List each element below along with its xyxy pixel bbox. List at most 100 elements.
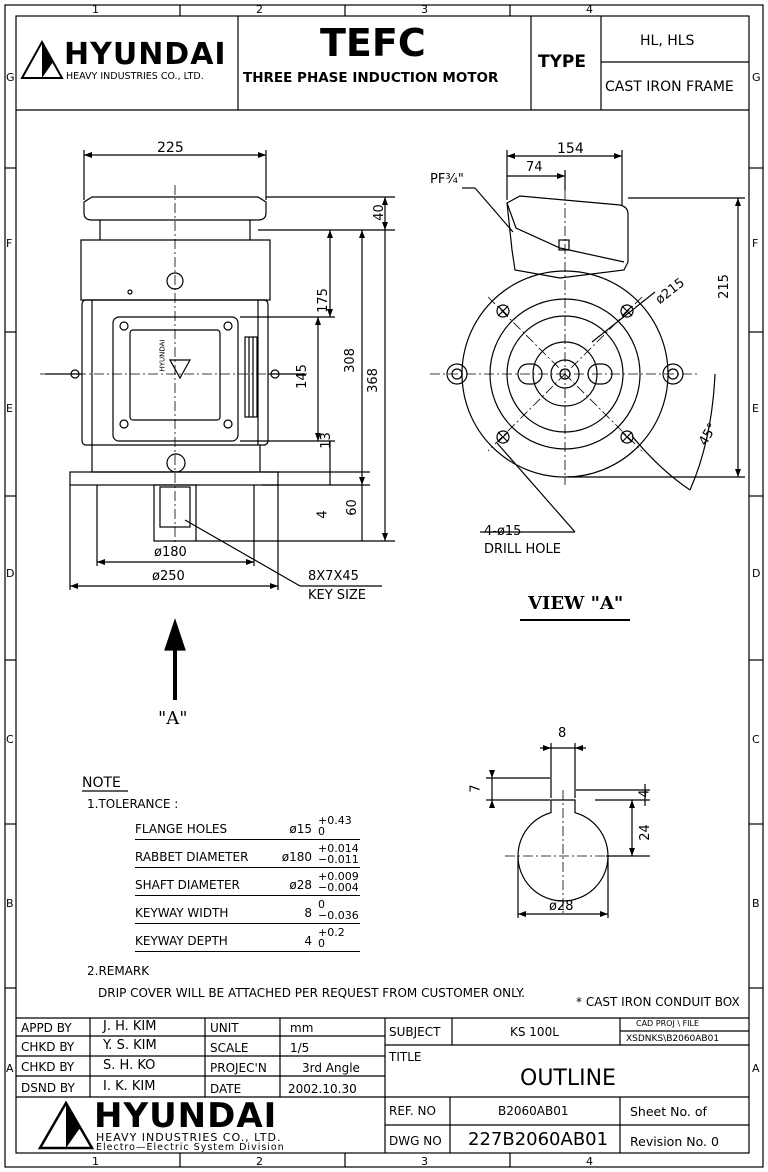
- cad-proj-file-label: CAD PROJ \ FILE: [636, 1019, 700, 1028]
- ref-no-label: REF. NO: [389, 1104, 436, 1118]
- date-value: 2002.10.30: [288, 1082, 357, 1096]
- col-label-2-bottom: 2: [256, 1155, 263, 1168]
- row-label-a: A: [6, 1062, 14, 1075]
- dim-cover-height: 40: [371, 204, 387, 221]
- tol-label: FLANGE HOLES: [135, 822, 228, 836]
- tolerance-row-shaft: SHAFT DIAMETER ø28 +0.009 −0.004: [135, 868, 360, 896]
- tol-label: KEYWAY WIDTH: [135, 906, 229, 920]
- row-label-e: E: [6, 402, 13, 415]
- tol-label: SHAFT DIAMETER: [135, 878, 240, 892]
- dim-74: 74: [526, 160, 543, 175]
- col-label-1: 1: [92, 3, 99, 16]
- conduit-thread-label: PF¾": [430, 172, 464, 187]
- dim-key-height: 7: [468, 784, 484, 793]
- tolerance-row-keyway-depth: KEYWAY DEPTH 4 +0.2 0: [135, 924, 360, 952]
- key-size-label: KEY SIZE: [308, 588, 367, 603]
- drill-hole-label: DRILL HOLE: [484, 542, 561, 557]
- tol-nominal: ø180: [281, 850, 312, 864]
- chkd-by-value-1: Y. S. KIM: [103, 1038, 157, 1053]
- row-label-g-right: G: [752, 71, 761, 84]
- conduit-box-note: * CAST IRON CONDUIT BOX: [576, 995, 740, 1009]
- row-label-d: D: [6, 567, 15, 580]
- dim-13: 13: [318, 432, 334, 449]
- arrow-a-label: "A": [158, 708, 188, 729]
- tolerance-table: FLANGE HOLES ø15 +0.43 0 RABBET DIAMETER…: [135, 812, 360, 952]
- scale-label: SCALE: [210, 1041, 249, 1055]
- col-label-1-bottom: 1: [92, 1155, 99, 1168]
- tol-upper: +0.43: [318, 814, 352, 827]
- tol-label: RABBET DIAMETER: [135, 850, 249, 864]
- dsnd-by-value: I. K. KIM: [103, 1079, 156, 1094]
- tolerance-heading: 1.TOLERANCE :: [87, 797, 179, 811]
- type-label: TYPE: [538, 52, 586, 72]
- dim-flange-diameter: ø250: [152, 569, 185, 584]
- row-label-g: G: [6, 71, 15, 84]
- titleblock-company-logo: HYUNDAI: [94, 1096, 278, 1136]
- row-label-a-right: A: [752, 1062, 760, 1075]
- col-label-3: 3: [421, 3, 428, 16]
- row-label-c: C: [6, 733, 14, 746]
- remark-heading: 2.REMARK: [87, 964, 150, 978]
- header-company-logo: HYUNDAI: [64, 37, 227, 72]
- drawing-title-value: OUTLINE: [520, 1066, 616, 1091]
- header-company-sub: HEAVY INDUSTRIES CO., LTD.: [66, 71, 204, 82]
- dim-24: 24: [637, 824, 653, 841]
- dim-154: 154: [557, 141, 584, 157]
- row-label-f-right: F: [752, 237, 759, 250]
- col-label-3-bottom: 3: [421, 1155, 428, 1168]
- row-label-e-right: E: [752, 402, 759, 415]
- dim-308: 308: [342, 348, 358, 373]
- product-code: TEFC: [320, 21, 426, 65]
- appd-by-label: APPD BY: [21, 1021, 72, 1035]
- dim-keyway-width: 8: [558, 726, 567, 741]
- revision-no-label: Revision No. 0: [630, 1134, 719, 1149]
- dim-215: 215: [716, 274, 732, 299]
- titleblock-division: Electro—Electric System Division: [96, 1142, 285, 1153]
- projection-value: 3rd Angle: [302, 1061, 360, 1075]
- tol-upper: +0.014: [318, 842, 359, 855]
- projection-label: PROJEC'N: [210, 1061, 267, 1075]
- outer-border: [4, 4, 764, 1168]
- dim-overall-width: 225: [157, 140, 184, 156]
- row-label-b: B: [6, 897, 14, 910]
- tol-label: KEYWAY DEPTH: [135, 934, 228, 948]
- subject-label: SUBJECT: [389, 1025, 441, 1039]
- tol-nominal: ø28: [289, 878, 312, 892]
- dwg-no-value: 227B2060AB01: [468, 1129, 609, 1150]
- inner-border: [15, 15, 750, 1154]
- chkd-by-label-1: CHKD BY: [21, 1040, 75, 1054]
- tol-lower: −0.011: [318, 853, 359, 866]
- dim-4: 4: [315, 510, 331, 519]
- tolerance-row-rabbet: RABBET DIAMETER ø180 +0.014 −0.011: [135, 840, 360, 868]
- drill-hole-quantity: 4-ø15: [484, 524, 522, 539]
- dim-shaft-diameter: ø28: [549, 899, 574, 914]
- row-label-f: F: [6, 237, 13, 250]
- tol-lower: −0.004: [318, 881, 359, 894]
- row-label-c-right: C: [752, 733, 760, 746]
- tol-lower: 0: [318, 937, 325, 950]
- dim-keyway-depth: 4: [637, 789, 653, 798]
- tol-nominal: 4: [304, 934, 312, 948]
- tol-lower: 0: [318, 825, 325, 838]
- col-label-2: 2: [256, 3, 263, 16]
- unit-label: UNIT: [210, 1021, 239, 1035]
- appd-by-value: J. H. KIM: [103, 1019, 157, 1034]
- dim-175: 175: [315, 288, 331, 313]
- drawing-title-label: TITLE: [389, 1050, 422, 1064]
- unit-value: mm: [290, 1021, 314, 1035]
- scale-value: 1/5: [290, 1041, 310, 1055]
- product-name: THREE PHASE INDUCTION MOTOR: [243, 70, 499, 86]
- dim-145: 145: [294, 364, 310, 389]
- tol-upper: +0.009: [318, 870, 359, 883]
- hyundai-logo-mark-top: [20, 39, 64, 79]
- type-value: HL, HLS: [640, 33, 695, 49]
- chkd-by-value-2: S. H. KO: [103, 1058, 156, 1073]
- tolerance-row-keyway-width: KEYWAY WIDTH 8 0 −0.036: [135, 896, 360, 924]
- dim-rabbet-diameter: ø180: [154, 545, 187, 560]
- remark-text: DRIP COVER WILL BE ATTACHED PER REQUEST …: [98, 986, 525, 1000]
- view-a-title: VIEW "A": [528, 593, 624, 614]
- subject-value: KS 100L: [510, 1025, 559, 1039]
- tol-nominal: 8: [304, 906, 312, 920]
- frame-type: CAST IRON FRAME: [605, 79, 734, 95]
